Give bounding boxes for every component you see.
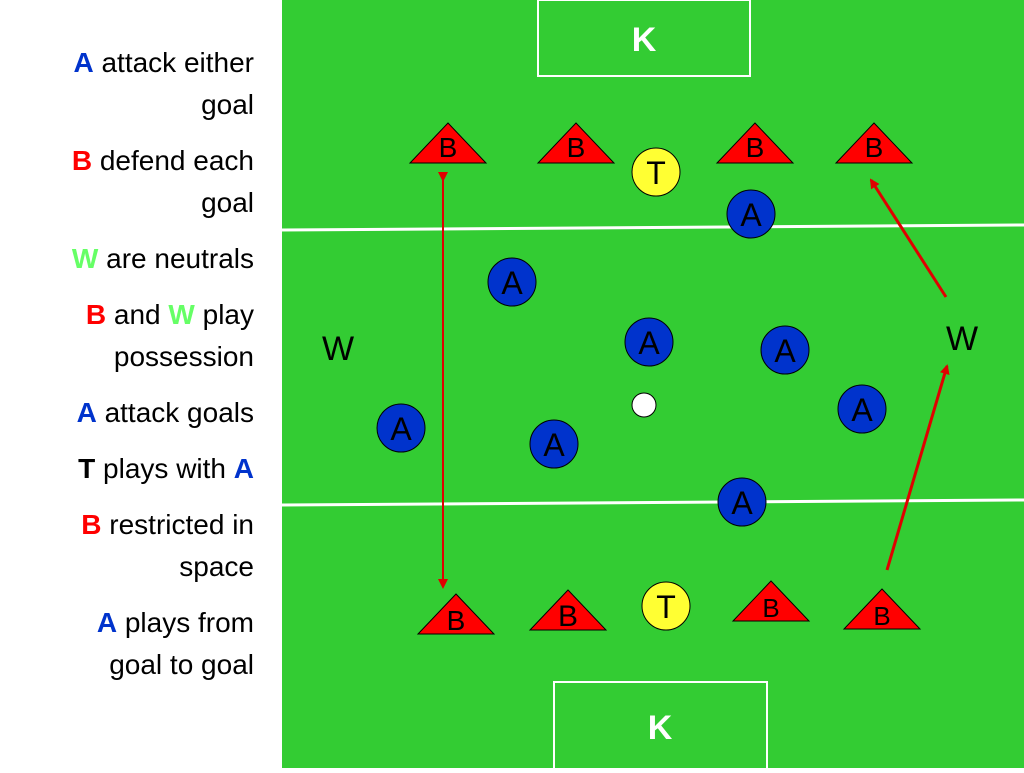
team-b-marker	[834, 122, 914, 164]
team-a-label: A	[501, 265, 523, 301]
legend-text: play	[202, 299, 254, 330]
goal-label-bottom: K	[648, 709, 673, 747]
legend-key: B	[81, 509, 102, 540]
legend-key: A	[76, 397, 97, 428]
team-b-label: B	[567, 132, 586, 163]
target-player	[631, 147, 681, 197]
ball	[631, 392, 657, 418]
team-b-marker	[528, 589, 608, 631]
legend-text: space	[179, 551, 254, 582]
team-a-label: A	[390, 411, 412, 447]
team-b-label: B	[865, 132, 884, 163]
neutral-label-right: W	[946, 320, 978, 358]
team-a-player	[837, 384, 887, 434]
team-b-marker	[536, 122, 616, 164]
team-b-marker	[408, 122, 488, 164]
team-b-marker	[715, 122, 795, 164]
pitch-diagram: K K B B B B B B B B A A A A A A A A T T W W	[281, 0, 1024, 773]
goal-box-top	[537, 0, 751, 77]
movement-arrow-top-right	[869, 178, 948, 298]
legend-item: A attack goals	[0, 392, 254, 434]
pitch: K K B B B B B B B B A A A A A A A A T T W W	[281, 0, 1024, 773]
legend-text: attack goals	[104, 397, 254, 428]
team-b-marker	[416, 593, 496, 635]
zone-line-bottom	[281, 498, 1024, 507]
legend-key: W	[168, 299, 195, 330]
legend-key: A	[73, 47, 94, 78]
legend-text: restricted in	[109, 509, 254, 540]
team-a-player	[487, 257, 537, 307]
team-a-player	[624, 317, 674, 367]
legend-item: B restricted in space	[0, 504, 254, 588]
legend-text: goal	[201, 187, 254, 218]
neutral-label-left: W	[322, 330, 354, 368]
legend-key: T	[78, 453, 96, 484]
pitch-surface	[282, 0, 1024, 768]
team-b-label: B	[439, 132, 458, 163]
legend-text: are neutrals	[106, 243, 254, 274]
legend-text: goal to goal	[109, 649, 254, 680]
legend-text: plays from	[124, 607, 254, 638]
team-a-label: A	[774, 333, 796, 369]
team-a-player	[760, 325, 810, 375]
legend-item: B defend each goal	[0, 140, 254, 224]
legend-key: W	[71, 243, 99, 274]
team-b-label: B	[558, 600, 578, 633]
legend-item: A plays from goal to goal	[0, 602, 254, 686]
team-b-label: B	[746, 132, 765, 163]
legend-text: goal	[201, 89, 254, 120]
legend-item: W are neutrals	[0, 238, 254, 280]
legend-text: and	[113, 299, 161, 330]
legend-key: A	[96, 607, 118, 638]
legend-text: attack either	[101, 47, 254, 78]
legend-key: A	[233, 453, 254, 484]
team-a-player	[529, 419, 579, 469]
team-a-label: A	[638, 325, 660, 361]
team-a-player	[717, 477, 767, 527]
legend-key: B	[85, 299, 107, 330]
team-b-label: B	[873, 601, 890, 631]
team-a-player	[726, 189, 776, 239]
legend-item: B and W play possession	[0, 294, 254, 378]
goal-label-top: K	[632, 21, 657, 59]
team-b-marker	[731, 580, 811, 622]
team-a-label: A	[851, 392, 873, 428]
team-a-label: A	[543, 427, 565, 463]
team-b-label: B	[447, 605, 466, 636]
team-b-marker	[842, 588, 922, 630]
legend-text: defend each	[99, 145, 254, 176]
target-player	[641, 581, 691, 631]
team-b-label: B	[762, 593, 779, 623]
team-a-label: A	[731, 485, 753, 521]
legend-key: B	[71, 145, 93, 176]
legend-item: T plays with A	[0, 448, 254, 490]
players-layer: B B B B B B B B A A A A A A A A T T W W	[322, 122, 978, 636]
legend-text: plays with	[103, 453, 226, 484]
team-a-player	[376, 403, 426, 453]
legend-text: possession	[113, 341, 254, 372]
movement-arrow-bottom-right	[885, 364, 950, 571]
target-label: T	[656, 589, 676, 625]
legend-item: A attack either goal	[0, 42, 254, 126]
target-label: T	[646, 155, 666, 191]
team-a-label: A	[740, 197, 762, 233]
